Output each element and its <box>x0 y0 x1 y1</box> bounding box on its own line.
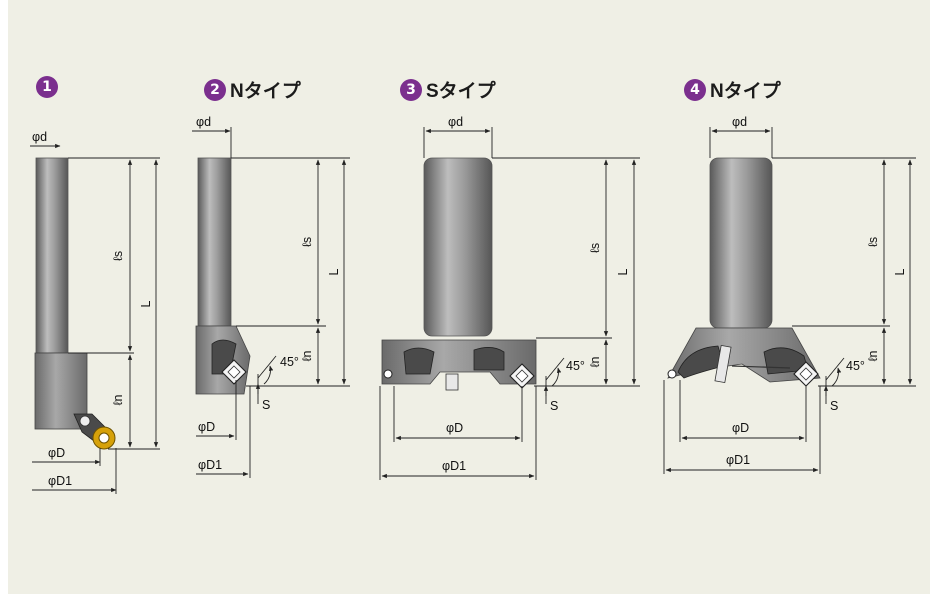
angle-2-line <box>257 355 277 379</box>
label-2-ln: ℓn <box>300 350 314 361</box>
tool-2 <box>192 127 350 478</box>
label-4-ln: ℓn <box>866 350 880 361</box>
header-type-1: 1 <box>36 76 62 98</box>
label-1-ln: ℓn <box>111 394 125 405</box>
angle-3-arc <box>551 367 562 387</box>
tool-2-insert-core <box>227 365 241 379</box>
label-1-D1: φD1 <box>48 474 72 488</box>
header-2-text: Nタイプ <box>230 81 301 102</box>
header-3-text: Sタイプ <box>426 81 496 102</box>
label-2-D: φD <box>198 420 215 434</box>
label-3-ln: ℓn <box>588 356 602 367</box>
badge-1: 1 <box>36 76 58 98</box>
label-2-ls: ℓs <box>300 237 314 247</box>
badge-2: 2 <box>204 78 226 101</box>
header-type-3: 3 Sタイプ <box>400 76 496 103</box>
label-3-L: L <box>616 268 630 275</box>
label-1-d: φd <box>32 130 47 144</box>
tool-1 <box>30 143 160 494</box>
header-4-text: Nタイプ <box>710 81 781 102</box>
label-1-L: L <box>139 300 153 307</box>
label-4-D: φD <box>732 421 749 435</box>
label-3-angle: 45° <box>566 359 585 373</box>
badge-4: 4 <box>684 78 706 101</box>
label-4-D1: φD1 <box>726 453 750 467</box>
angle-4-line <box>825 357 845 381</box>
tool-3-pocket-left <box>403 347 435 375</box>
tool-4-insert-core <box>799 367 813 381</box>
label-1-D: φD <box>48 446 65 460</box>
label-2-D1: φD1 <box>198 458 222 472</box>
angle-4-arc <box>831 367 842 387</box>
angle-2-arc <box>263 365 274 385</box>
label-4-d: φd <box>732 115 747 129</box>
tool-1-shank <box>35 157 69 354</box>
tool-3-bolt <box>383 369 393 379</box>
label-4-L: L <box>893 268 907 275</box>
tool-4-shank <box>709 157 773 329</box>
tool-3 <box>379 127 640 480</box>
header-type-4: 4 Nタイプ <box>684 76 781 103</box>
label-3-ls: ℓs <box>588 243 602 253</box>
label-3-d: φd <box>448 115 463 129</box>
angle-3-line <box>545 357 565 381</box>
label-3-D: φD <box>446 421 463 435</box>
label-2-angle: 45° <box>280 355 299 369</box>
tool-3-wedge <box>445 373 459 391</box>
tool-4-wedge <box>714 344 732 384</box>
label-2-d: φd <box>196 115 211 129</box>
tool-2-shank <box>197 157 232 327</box>
label-2-S: S <box>262 398 270 412</box>
badge-3: 3 <box>400 78 422 101</box>
header-type-2: 2 Nタイプ <box>204 76 301 103</box>
label-3-S: S <box>550 399 558 413</box>
tool-4-bolt <box>667 369 677 379</box>
label-2-L: L <box>327 268 341 275</box>
tool-3-insert-core <box>515 369 529 383</box>
tool-4 <box>663 127 916 474</box>
tool-1-screw <box>79 415 91 427</box>
label-4-angle: 45° <box>846 359 865 373</box>
tool-3-shank <box>423 157 493 337</box>
label-4-ls: ℓs <box>866 237 880 247</box>
tool-1-insert-hole <box>98 432 110 444</box>
label-1-ls: ℓs <box>111 251 125 261</box>
label-3-D1: φD1 <box>442 459 466 473</box>
tool-3-pocket-right <box>473 347 505 371</box>
tool-4-axis <box>731 365 791 369</box>
label-4-S: S <box>830 399 838 413</box>
